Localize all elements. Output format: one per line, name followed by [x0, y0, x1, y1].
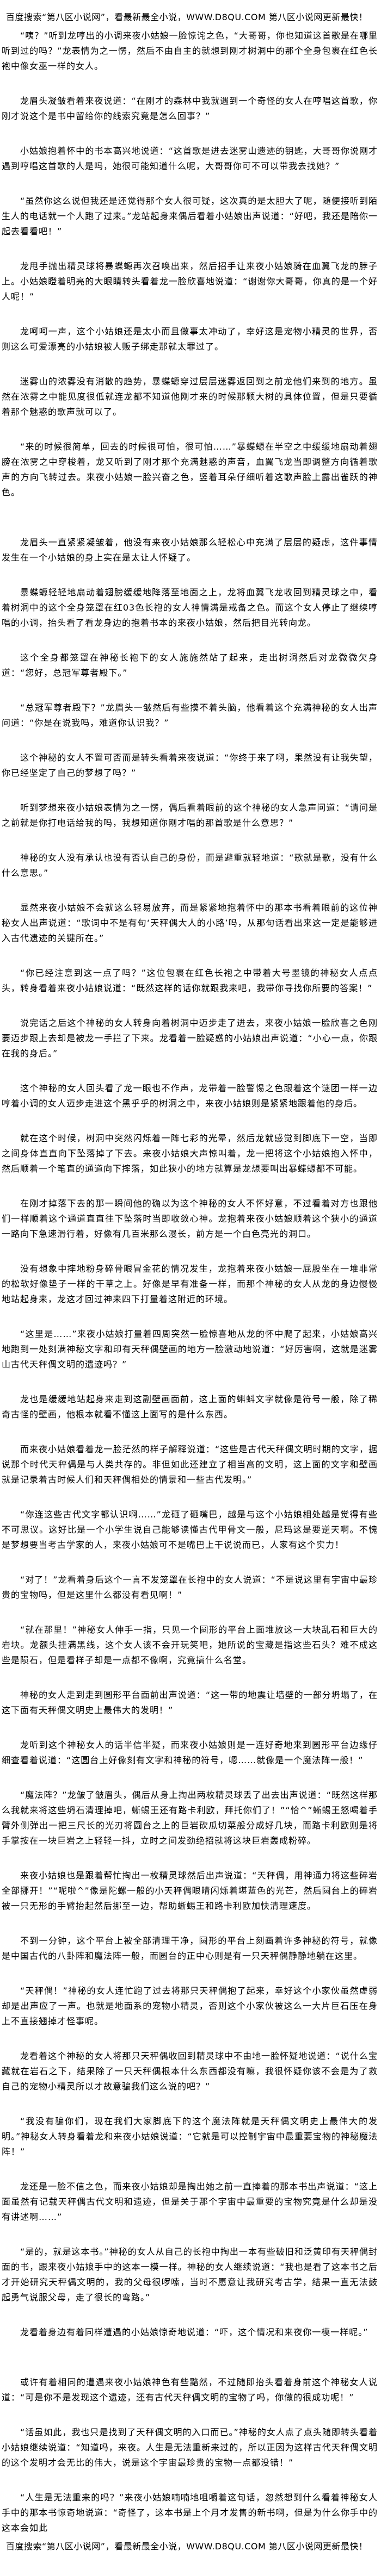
paragraph: “咦？”听到龙哼出的小调来夜小姑娘一脸惊诧之色，“大哥哥，你也知道这首歌是在哪里…	[2, 30, 378, 71]
paragraph: 龙看着这个神秘的女人将那只天秤偶收回到精灵球中不由地一脸怀疑地说道：“说什么宝藏…	[2, 2051, 378, 2092]
paragraph: 在刚才掉落下去的那一瞬间他的确以为这个神秘的女人不怀好意，不过看着对方也跟他们一…	[2, 1198, 378, 1239]
paragraph: 龙眉头凝皱看着来夜说道：“在刚才的森林中我就遇到一个奇怪的女人在哼唱这首歌，你刚…	[2, 96, 378, 121]
paragraph: 神秘的女人走到走到圆形平台面前出声说道：“这一带的地震让墙壁的一部分坍塌了，在这…	[2, 1690, 378, 1715]
paragraph: 来夜小姑娘也是跟着帮忙掏出一枚精灵球然后出声说道：“天秤偶，用神通力将这些碎岩全…	[2, 1870, 378, 1911]
paragraph: “就在那里！”神秘女人伸手一指，只见一个圆形的平台上面堆放这一大块乱石和巨大的岩…	[2, 1625, 378, 1665]
paragraph: 龙看着身边有着同样遭遇的小姑娘惊奇地说道：“吓，这个情况和来夜你一模一样呢。”	[20, 2327, 368, 2337]
paragraph: 龙也是缓缓地站起身来走到这副壁画面前，这上面的蝌蚪文字就像是符号一般，除了稀奇古…	[2, 1394, 378, 1420]
paragraph: 这个全身都笼罩在神秘长袍下的女人施施然站了起来，走出树洞然后对龙微微欠身道：“您…	[2, 652, 378, 678]
chapter-body: “咦？”听到龙哼出的小调来夜小姑娘一脸惊诧之色，“大哥哥，你也知道这首歌是在哪里…	[2, 28, 378, 2536]
paragraph: 龙眉头一直紧紧凝皱着，他没有来夜小姑娘那么轻松心中充满了层层的疑虑，这件事情发生…	[2, 537, 378, 563]
paragraph: 这个神秘的女人回头看了龙一眼也不作声，龙带着一脸警惕之色跟着这个谜团一样一边哼着…	[2, 1083, 378, 1109]
paragraph: “我没有骗你们，现在我们大家脚底下的这个魔法阵就是天秤偶文明史上最伟大的发明。”…	[2, 2116, 378, 2157]
paragraph: 神秘的女人没有承认也没有否认自己的身份，而是避重就轻地道：“歌就是歌，没有什么什…	[2, 853, 378, 878]
paragraph: 或许有着相同的遭遇来夜小姑娘神色有些黯然，不过随即抬头看着身前这个神秘女人说道：…	[2, 2377, 378, 2403]
paragraph: 龙呵呵一声，这个小姑娘还是太小而且做事太冲动了，幸好这是宠物小精灵的世界，否则这…	[2, 326, 378, 352]
paragraph: “你连这些古代文字都认识啊……”龙砸了砸嘴巴，越是与这个小姑娘相处越是觉得有些不…	[2, 1509, 378, 1550]
paragraph: “人生是无法重来的吗？”来夜小姑娘喃喃地咀嚼着这句话，忽然想到什么看着神秘女人手…	[2, 2492, 378, 2533]
paragraph: 听到梦想来夜小姑娘表情为之一愣，偶后看着眼前的这个神秘的女人急声问道：“请问是之…	[2, 802, 378, 828]
paragraph: 说完话之后这个神秘的女人转身向着树洞中迈步走了进去，来夜小姑娘一脸欣喜之色刚要迈…	[2, 1018, 378, 1059]
paragraph: “虽然你这么说但我还是还觉得那个女人很可疑，这次真的是太胆大了呢，随便接听到陌生…	[2, 196, 378, 237]
paragraph: “是的，就是这本书。”神秘的女人从自己的长袍中掏出一本有些破旧和泛黄印有天秤偶封…	[2, 2247, 378, 2303]
site-banner-bottom: 百度搜索“第八区小说网”，看最新最全小说，WWW.D8QU.COM 第八区小说网…	[6, 2541, 368, 2552]
paragraph: “这里是……”来夜小姑娘打量着四周突然一脸惊喜地从龙的怀中爬了起来，小姑娘高兴地…	[2, 1329, 378, 1370]
paragraph: 小姑娘抱着怀中的书本高兴地说道：“这首歌是进去迷雾山遗迹的钥匙，大哥哥你说刚才遇…	[2, 146, 378, 171]
paragraph: “天秤偶！”神秘的女人连忙跑了过去将那只天秤偶抱了起来，幸好这个小家伙虽然虚弱却…	[2, 1986, 378, 2026]
paragraph: 迷雾山的浓雾没有消散的趋势，暴蝶螈穿过层层迷雾返回到之前龙他们来到的地方。虽然在…	[2, 376, 378, 417]
paragraph: 暴蝶螈轻轻地扇动着翅膀缓缓地降落至地面之上，龙将血翼飞龙收回到精灵球之中，看着树…	[2, 587, 378, 628]
paragraph: “你已经注意到这一点了吗？”这位包裹在红色长袍之中带着大号墨镜的神秘女人点点头，…	[2, 968, 378, 993]
paragraph: “对了！”龙看着身后这个一言不发笼罩在长袍中的女人说道：“不是说这里有宇宙中最珍…	[2, 1575, 378, 1600]
paragraph: 不到一分钟，这个平台上被全部清理干净，圆形的平台上刻画着许多神秘的符号，就像是中…	[2, 1936, 378, 1961]
site-banner-top: 百度搜索“第八区小说网”，看最新最全小说，WWW.D8QU.COM 第八区小说网…	[6, 12, 368, 22]
paragraph: 龙还是一脸不信之色，而来夜小姑娘却是掏出她之前一直捧着的那本书出声说道：“这上面…	[2, 2181, 378, 2222]
paragraph: 龙甩手抛出精灵球将暴蝶螈再次召唤出来，然后招手让来夜小姑娘骑在血翼飞龙的脖子上。…	[2, 261, 378, 302]
paragraph: 显然来夜小姑娘不会就这么轻易放弃，而是紧紧地抱着怀中的那本书看着眼前的这位神秘女…	[2, 903, 378, 943]
paragraph: 没有想象中摔地粉身碎骨眼冒金花的情况发生，龙抱着来夜小姑娘一屁股坐在一堆非常的松…	[2, 1264, 378, 1304]
paragraph: “来的时候很简单，回去的时候很可怕，很可怕……”暴蝶螈在半空之中缓缓地扇动着翅膀…	[2, 441, 378, 497]
paragraph: “魔法阵？”龙皱了皱眉头，偶后从身上掏出两枚精灵球丢了出去出声说道：“既然这样那…	[2, 1790, 378, 1846]
paragraph: “话虽如此，我也只是找到了天秤偶文明的入口而已。”神秘的女人点了点头随即转头看着…	[2, 2427, 378, 2468]
paragraph: 龙听到这个神秘女人的话半信半疑，而来夜小姑娘则是一连好奇地来到圆形平台边缘仔细查…	[2, 1740, 378, 1765]
paragraph: 就在这个时候，树洞中突然闪烁着一阵七彩的光晕，然后龙就感觉到脚底下一空，当即之间…	[2, 1133, 378, 1174]
paragraph: 这个神秘的女人不置可否而是转头看着来夜说道：“你终于来了啊，果然没有让我失望，你…	[2, 752, 378, 778]
paragraph: “总冠军尊者殿下？”龙眉头一皱然后有些摸不着头脑，他看着这个充满神秘的女人出声问…	[2, 702, 378, 728]
paragraph: 而来夜小姑娘看着龙一脸茫然的样子解释说道：“这些是古代天秤偶文明时期的文字，据说…	[2, 1444, 378, 1485]
